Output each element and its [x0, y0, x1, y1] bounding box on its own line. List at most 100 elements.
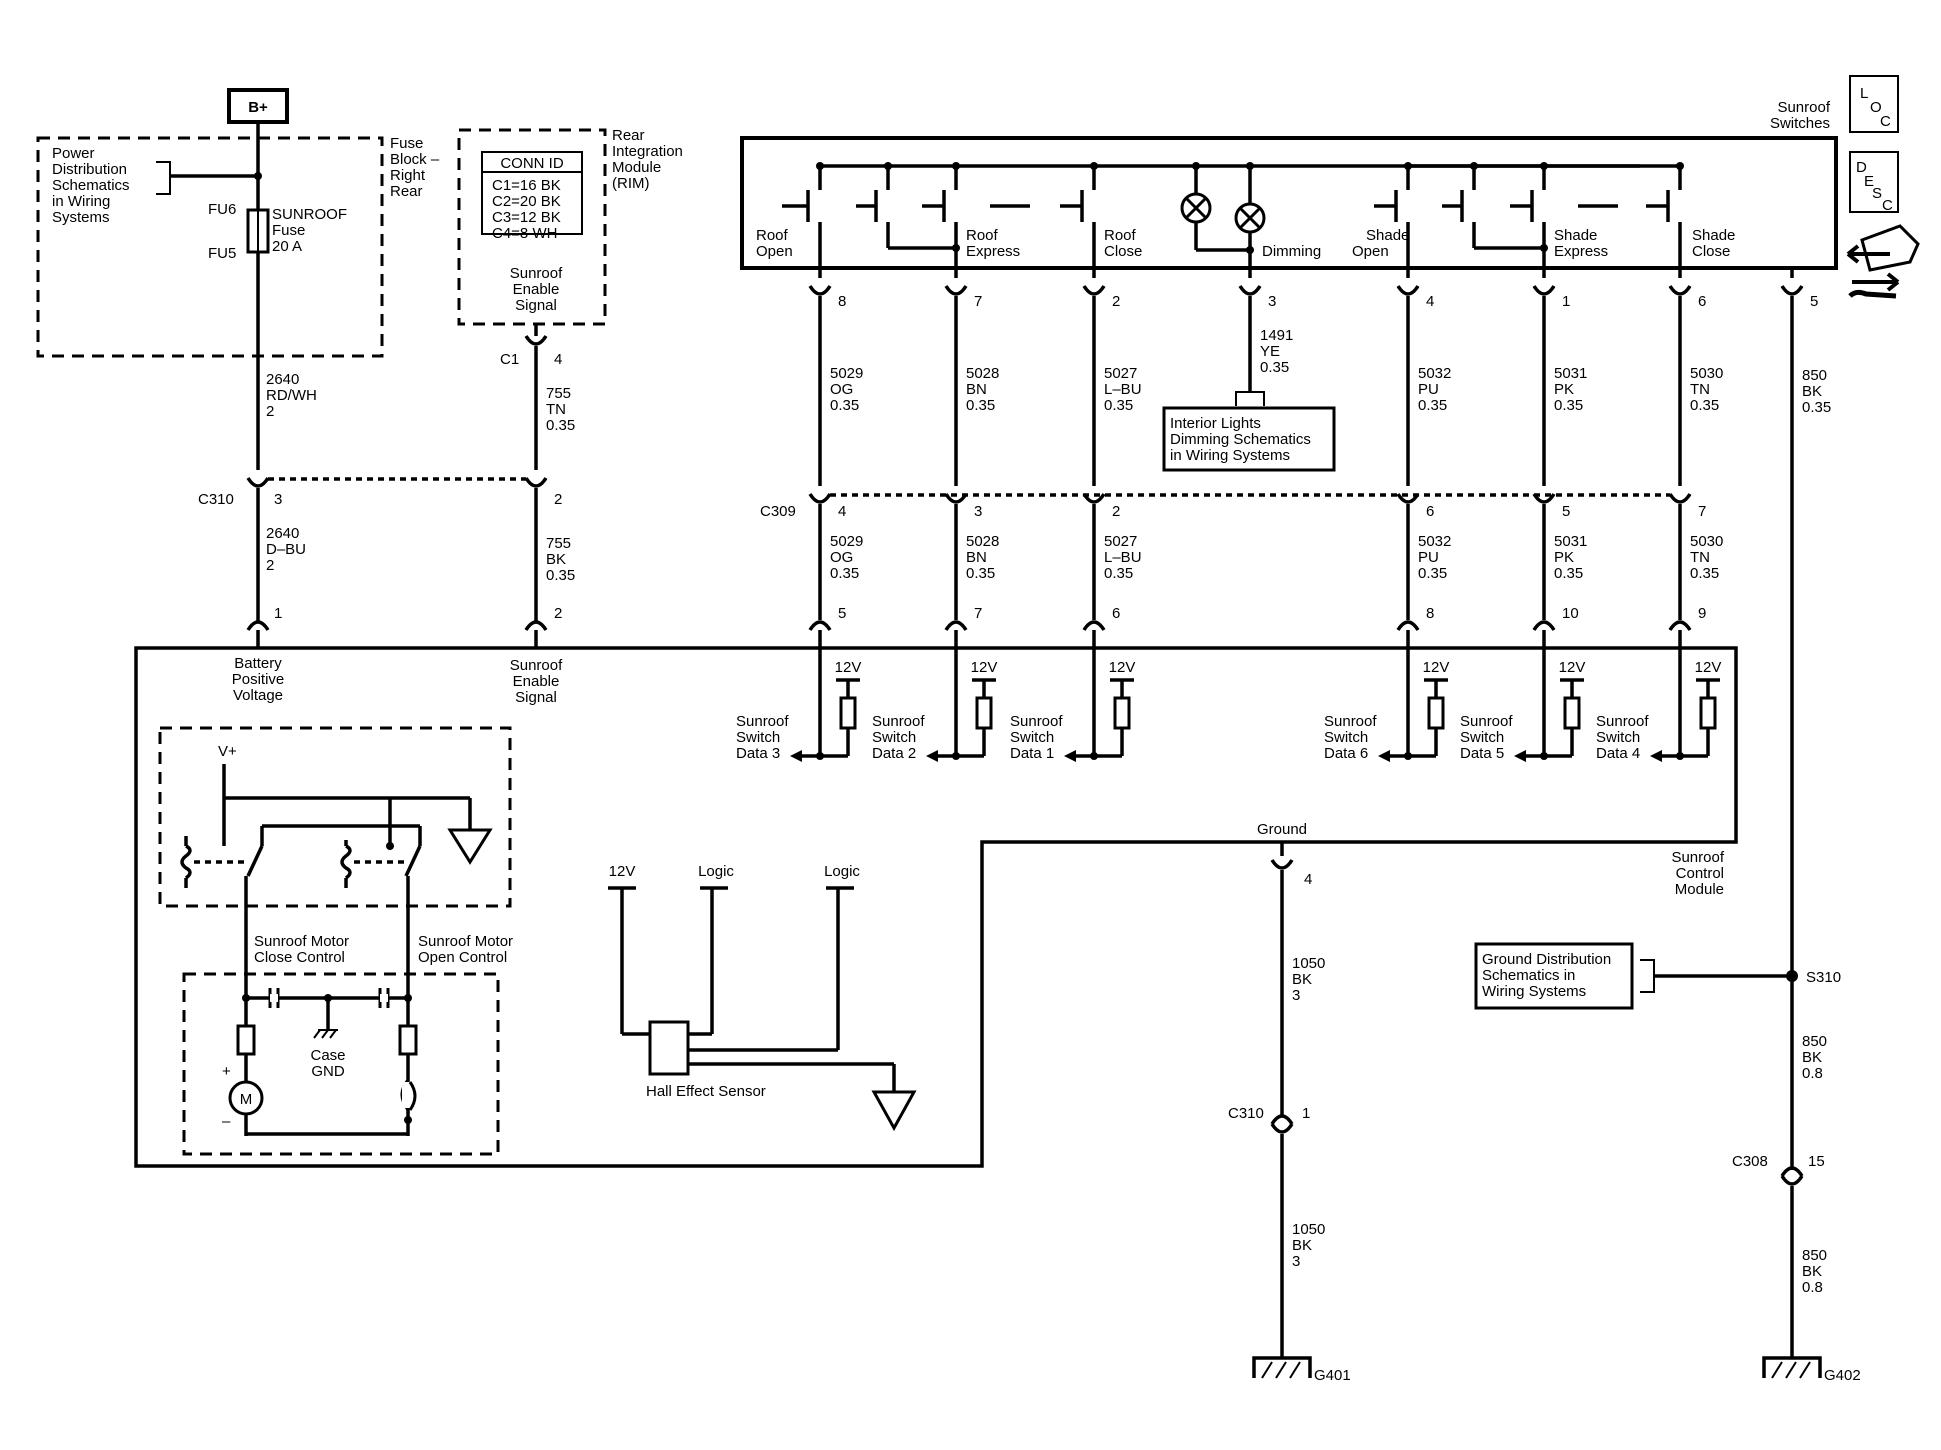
circuit-5030-wire-2: TN: [1690, 381, 1710, 398]
desc-s: S: [1872, 185, 1882, 202]
rim-label-2: Integration: [612, 143, 683, 160]
roof-express-label-1: Roof: [966, 227, 999, 244]
circuit-5032-data-2: Switch: [1324, 729, 1368, 746]
fuse-block-label-2: Block –: [390, 151, 440, 168]
roof-close-switch: [1060, 162, 1098, 278]
batt-label-3: Voltage: [233, 687, 283, 704]
rim-label-1: Rear: [612, 127, 645, 144]
mod-pin-1: 1: [274, 605, 282, 622]
motor-plus: +: [222, 1063, 231, 1080]
circuit-5031-c309-pin: 5: [1562, 503, 1570, 520]
gnd-pin-4: 4: [1304, 871, 1312, 888]
circuit-5030-12v: 12V: [1695, 659, 1722, 676]
interior-lights-ref-box[interactable]: [1162, 406, 1336, 472]
roof-open-switch: [782, 162, 824, 278]
rim-c1: C1: [500, 351, 519, 368]
fuse-block-label-4: Rear: [390, 183, 423, 200]
batt-label-2: Positive: [232, 671, 285, 688]
rim-box: [457, 128, 607, 326]
shade-open-switch: [1374, 162, 1412, 278]
circuit-5032-c309-pin: 6: [1426, 503, 1434, 520]
loc-icon[interactable]: [1849, 75, 1899, 133]
desc-icon[interactable]: [1849, 151, 1899, 213]
power-dist-label-2: Distribution: [52, 161, 127, 178]
hall-ground-icon: [871, 1090, 917, 1132]
connector-end-view-icon[interactable]: [1846, 224, 1920, 299]
circuit-5027-wire-b-1: 5027: [1104, 533, 1137, 550]
circuit-5029-pin: 8: [838, 293, 846, 310]
w850-top-2: BK: [1802, 383, 1822, 400]
w850-bot-2: BK: [1802, 1263, 1822, 1280]
shade-close-switch: [1646, 162, 1684, 278]
circuit-5031-wire-b-2: PK: [1554, 549, 1574, 566]
c308-pin: 15: [1808, 1153, 1825, 1170]
c309-label: C309: [760, 503, 796, 520]
dimming-lamp-icons: [1180, 162, 1266, 278]
hall-logic-2: Logic: [824, 863, 860, 880]
circuit-5027-wire-b-2: L–BU: [1104, 549, 1142, 566]
conn-id-4: C4=8 WH: [492, 225, 557, 242]
interior-lights-ref-1: Interior Lights: [1170, 415, 1261, 432]
open-ctl-2: Open Control: [418, 949, 507, 966]
c310-pin-3: 3: [274, 491, 282, 508]
power-dist-label-5: Systems: [52, 209, 110, 226]
rim-pin-4: 4: [554, 351, 562, 368]
circuit-5031-wire-b-1: 5031: [1554, 533, 1587, 550]
circuit-5029-wire-b-1: 5029: [830, 533, 863, 550]
bplus-label: B+: [248, 99, 268, 116]
w850-bot-3: 0.8: [1802, 1279, 1823, 1296]
interior-lights-ref-3: in Wiring Systems: [1170, 447, 1290, 464]
w1050-bot-3: 3: [1292, 1253, 1300, 1270]
circuit-5032-wire-b-2: PU: [1418, 549, 1439, 566]
circuit-5031-wire-1: 5031: [1554, 365, 1587, 382]
w1050-top-1: 1050: [1292, 955, 1325, 972]
roof-open-label-2: Open: [756, 243, 793, 260]
circuit-5027-data-3: Data 1: [1010, 745, 1054, 762]
module-name-3: Module: [1675, 881, 1724, 898]
circuit-5029-wire-b-2: OG: [830, 549, 853, 566]
circuit-5028-data-3: Data 2: [872, 745, 916, 762]
circuit-5030-mod-pin: 9: [1698, 605, 1706, 622]
circuit-5031-data-2: Switch: [1460, 729, 1504, 746]
conn-id-box: [481, 151, 583, 235]
circuit-5028-pin: 7: [974, 293, 982, 310]
circuit-5032-mod-pin: 8: [1426, 605, 1434, 622]
circuit-5031-pin: 1: [1562, 293, 1570, 310]
g401-ground-icon: [1252, 1356, 1312, 1379]
circuit-5028-mod-pin: 7: [974, 605, 982, 622]
dimming-label: Dimming: [1262, 243, 1321, 260]
shade-open-label-2: Open: [1352, 243, 1389, 260]
circuit-5028-wire-b-3: 0.35: [966, 565, 995, 582]
circuit-5032: 45032PU0.3565032PU0.35812VSunroofSwitchD…: [1324, 285, 1451, 762]
hall-logic-1: Logic: [698, 863, 734, 880]
w2640-bot-2: D–BU: [266, 541, 306, 558]
circuit-5028-wire-b-1: 5028: [966, 533, 999, 550]
circuit-5028-wire-3: 0.35: [966, 397, 995, 414]
circuit-5032-wire-3: 0.35: [1418, 397, 1447, 414]
rim-signal-1: Sunroof: [510, 265, 563, 282]
roof-express-switch: [856, 162, 1030, 278]
circuit-5028-data-2: Switch: [872, 729, 916, 746]
w1491-3: 0.35: [1260, 359, 1289, 376]
g402-ground-icon: [1762, 1356, 1822, 1379]
switch-gnd-pin-5: 5: [1810, 293, 1818, 310]
circuit-5028-wire-2: BN: [966, 381, 987, 398]
motor-label: M: [240, 1091, 253, 1108]
shade-close-label-2: Close: [1692, 243, 1730, 260]
circuit-5030-data-3: Data 4: [1596, 745, 1640, 762]
desc-d: D: [1856, 159, 1867, 176]
module-name-1: Sunroof: [1671, 849, 1724, 866]
circuit-5029-wire-3: 0.35: [830, 397, 859, 414]
conn-id-3: C3=12 BK: [492, 209, 561, 226]
w755-top-3: 0.35: [546, 417, 575, 434]
circuit-5031-mod-pin: 10: [1562, 605, 1579, 622]
circuit-5031-wire-3: 0.35: [1554, 397, 1583, 414]
circuit-5030-wire-b-3: 0.35: [1690, 565, 1719, 582]
ground-dist-ref-box[interactable]: [1474, 942, 1634, 1010]
w2640-bot-3: 2: [266, 557, 274, 574]
shade-express-label-2: Express: [1554, 243, 1608, 260]
rim-label-4: (RIM): [612, 175, 650, 192]
sunroof-switches-box: [740, 136, 1838, 270]
dimming-pin: 3: [1268, 293, 1276, 310]
